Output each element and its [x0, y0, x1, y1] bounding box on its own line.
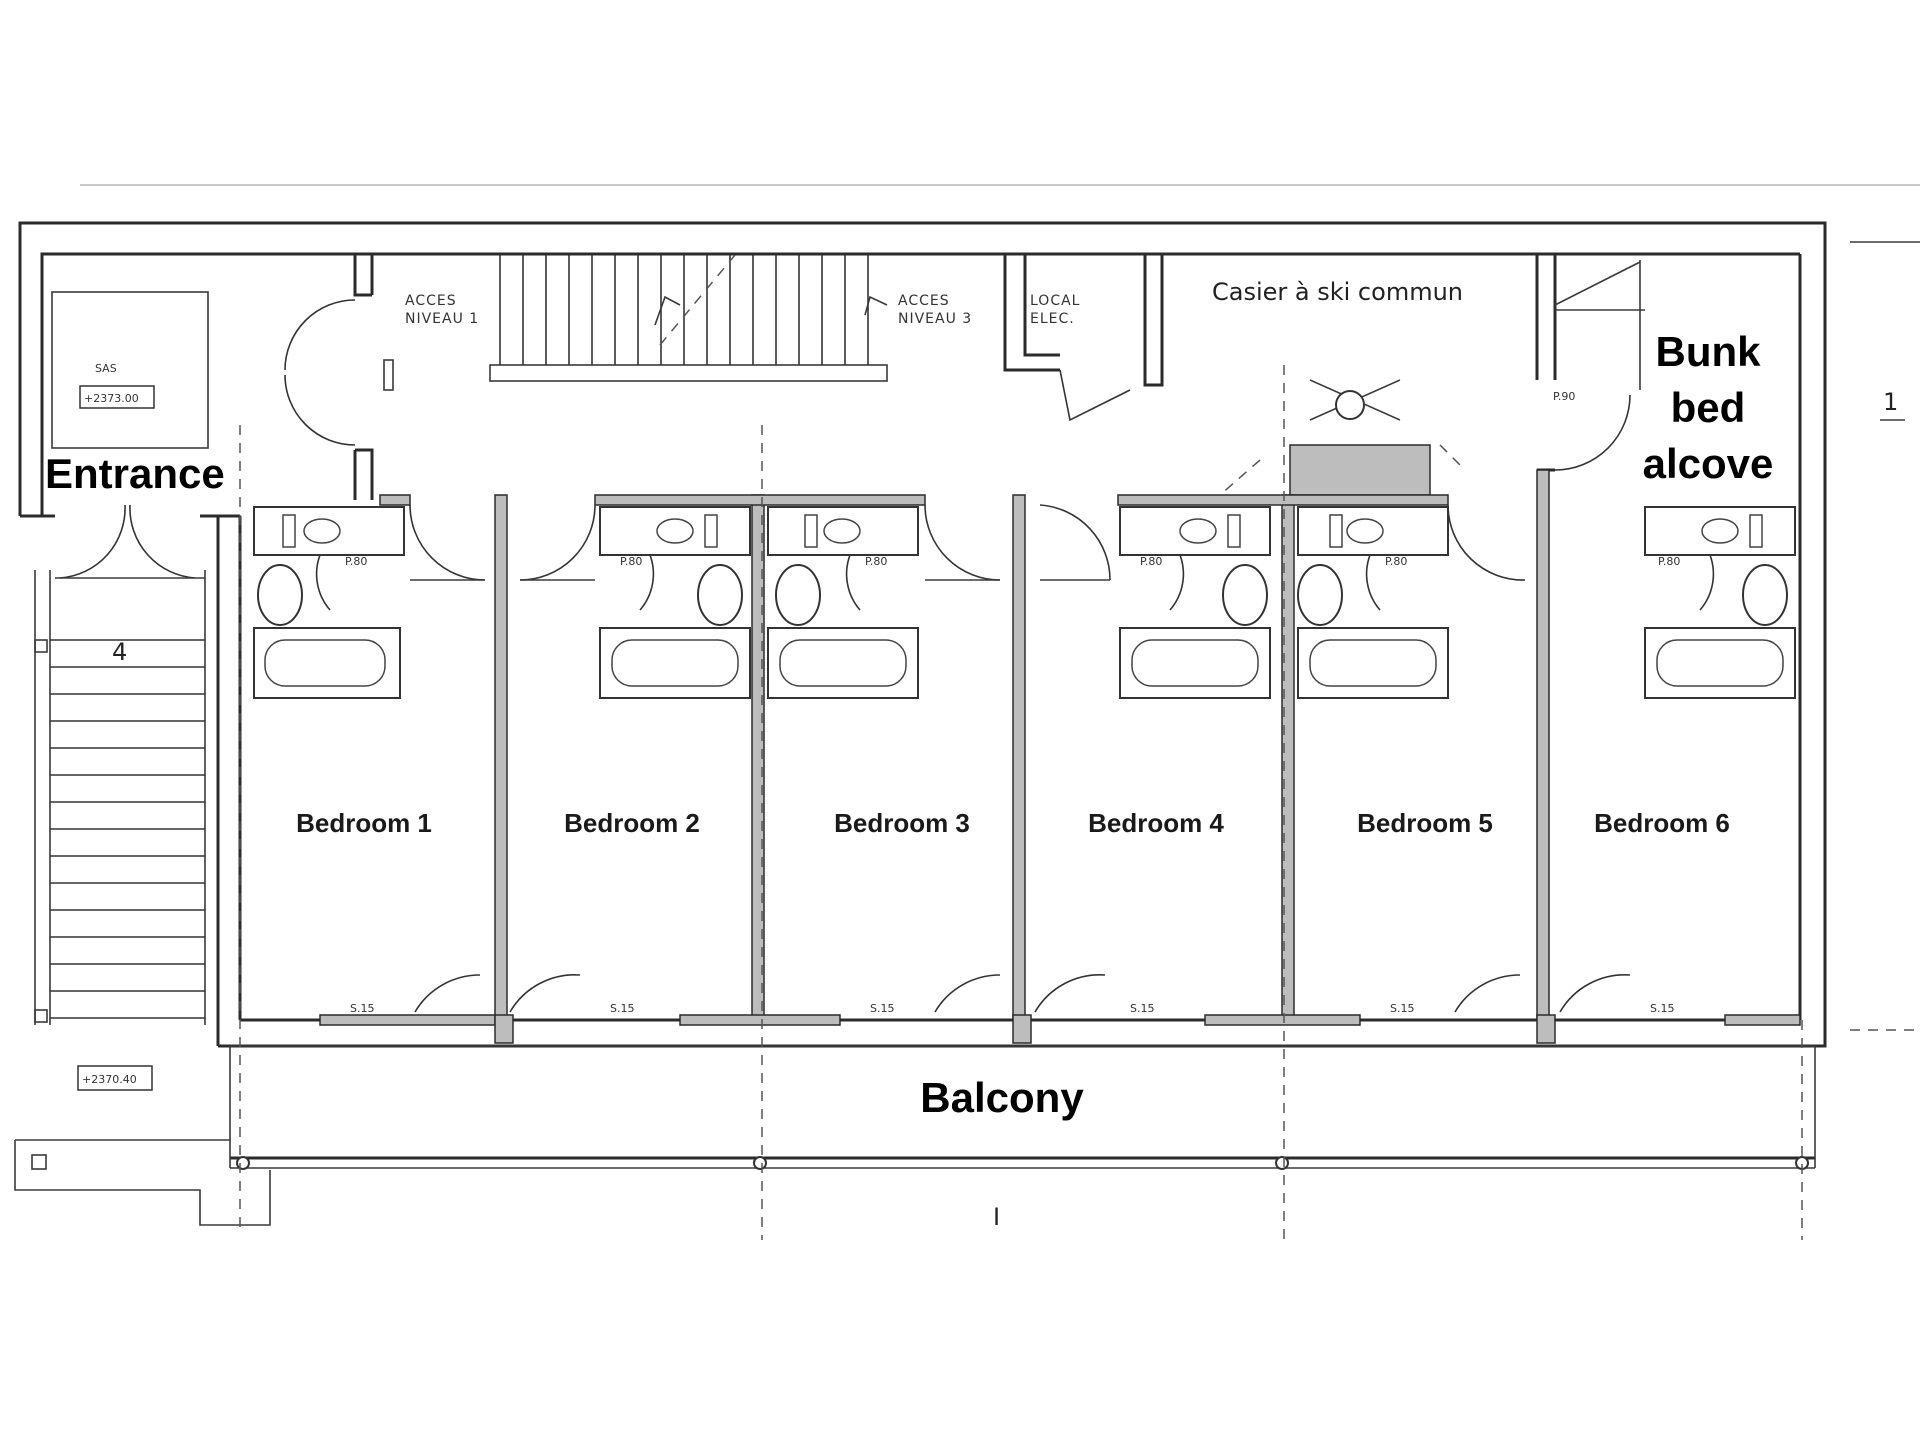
access-right-line1: ACCES	[898, 293, 950, 309]
bedroom-corridor-doors	[409, 504, 1526, 581]
lower-level-label: +2370.40	[82, 1073, 137, 1086]
bunk-label-line1: Bunk	[1656, 328, 1762, 375]
sas-room: SAS +2373.00	[51, 291, 209, 449]
bathroom-5	[1297, 506, 1449, 699]
door-mark-p80: P.80	[1658, 555, 1680, 568]
bunk-label-line3: alcove	[1643, 440, 1774, 487]
overlay-labels: Entrance Balcony Bunk bed alcove	[45, 328, 1773, 1121]
access-right-line2: NIVEAU 3	[898, 311, 972, 327]
corridor-walls: P.90	[284, 254, 1645, 500]
bedroom-5-label: Bedroom 5	[1357, 808, 1493, 838]
ski-locker-label: Casier à ski commun	[1212, 278, 1463, 306]
lower-exterior: +2370.40	[14, 1065, 271, 1226]
access-left-line2: NIVEAU 1	[405, 311, 479, 327]
bathroom-3	[767, 506, 919, 699]
bathroom-2	[599, 506, 751, 699]
central-stair: ACCES NIVEAU 1 ACCES NIVEAU 3 LOCAL ELEC…	[405, 254, 1080, 382]
entrance-doors	[55, 504, 205, 579]
door-mark-p80: P.80	[345, 555, 367, 568]
door-mark-p90: P.90	[1553, 390, 1575, 403]
section-mark: 1	[1883, 388, 1898, 416]
window-mark-s15: S.15	[870, 1002, 894, 1015]
entrance-label: Entrance	[45, 450, 225, 497]
bedroom-2-label: Bedroom 2	[564, 808, 700, 838]
bedroom-partitions	[379, 469, 1550, 1021]
bedroom-1-label: Bedroom 1	[296, 808, 432, 838]
window-mark-s15: S.15	[1650, 1002, 1674, 1015]
bathroom-doors: P.80 P.80 P.80 P.80 P.80 P.80	[315, 554, 1715, 611]
balcony-label: Balcony	[920, 1074, 1084, 1121]
door-mark-p80: P.80	[620, 555, 642, 568]
window-mark-s15: S.15	[1390, 1002, 1414, 1015]
bunk-label-line2: bed	[1671, 384, 1746, 431]
external-stair: 4	[34, 570, 206, 1025]
bathroom-6	[1644, 506, 1796, 699]
window-mark-s15: S.15	[350, 1002, 374, 1015]
bedroom-labels: Bedroom 1 Bedroom 2 Bedroom 3 Bedroom 4 …	[296, 808, 1730, 838]
access-left-line1: ACCES	[405, 293, 457, 309]
balcony-doors: S.15 S.15 S.15 S.15 S.15 S.15	[350, 974, 1674, 1015]
bottom-axis-mark: I	[993, 1203, 1000, 1231]
facade-windows	[319, 1014, 1801, 1044]
door-mark-p80: P.80	[865, 555, 887, 568]
local-elec-line1: LOCAL	[1030, 293, 1080, 309]
door-mark-p80: P.80	[1385, 555, 1407, 568]
bathroom-4	[1119, 506, 1271, 699]
stair-number: 4	[112, 638, 127, 666]
sas-level-label: +2373.00	[84, 392, 139, 405]
bedroom-4-label: Bedroom 4	[1088, 808, 1224, 838]
sas-label: SAS	[95, 362, 117, 375]
grid-axes: 1 I	[239, 241, 1920, 1240]
bedroom-6-label: Bedroom 6	[1594, 808, 1730, 838]
window-mark-s15: S.15	[610, 1002, 634, 1015]
window-mark-s15: S.15	[1130, 1002, 1154, 1015]
bathroom-1	[253, 506, 405, 699]
bedroom-3-label: Bedroom 3	[834, 808, 970, 838]
door-mark-p80: P.80	[1140, 555, 1162, 568]
ski-locker-area: Casier à ski commun	[1212, 278, 1463, 496]
local-elec-line2: ELEC.	[1030, 311, 1075, 327]
